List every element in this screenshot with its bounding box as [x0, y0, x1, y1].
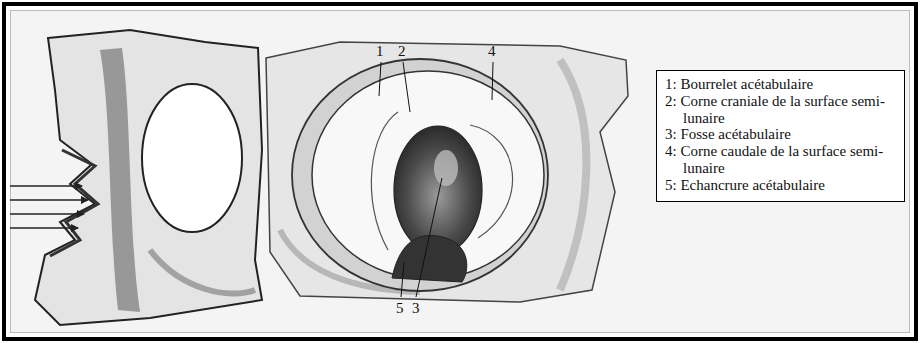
callout-number: 1	[376, 44, 384, 59]
callout-number: 5	[396, 301, 404, 316]
legend-entry: 1: Bourrelet acétabulaire	[665, 76, 896, 93]
callout-number: 4	[488, 44, 496, 59]
legend-entry: 3: Fosse acétabulaire	[665, 126, 896, 143]
legend-box: 1: Bourrelet acétabulaire2: Corne crania…	[656, 70, 905, 202]
legend-entry: 2: Corne craniale de la surface semi-lun…	[665, 93, 896, 127]
legend-entry: 5: Echancrure acétabulaire	[665, 177, 896, 194]
callout-number: 2	[398, 44, 406, 59]
callout-number: 3	[412, 301, 420, 316]
legend-entry: 4: Corne caudale de la surface semi-luna…	[665, 143, 896, 177]
